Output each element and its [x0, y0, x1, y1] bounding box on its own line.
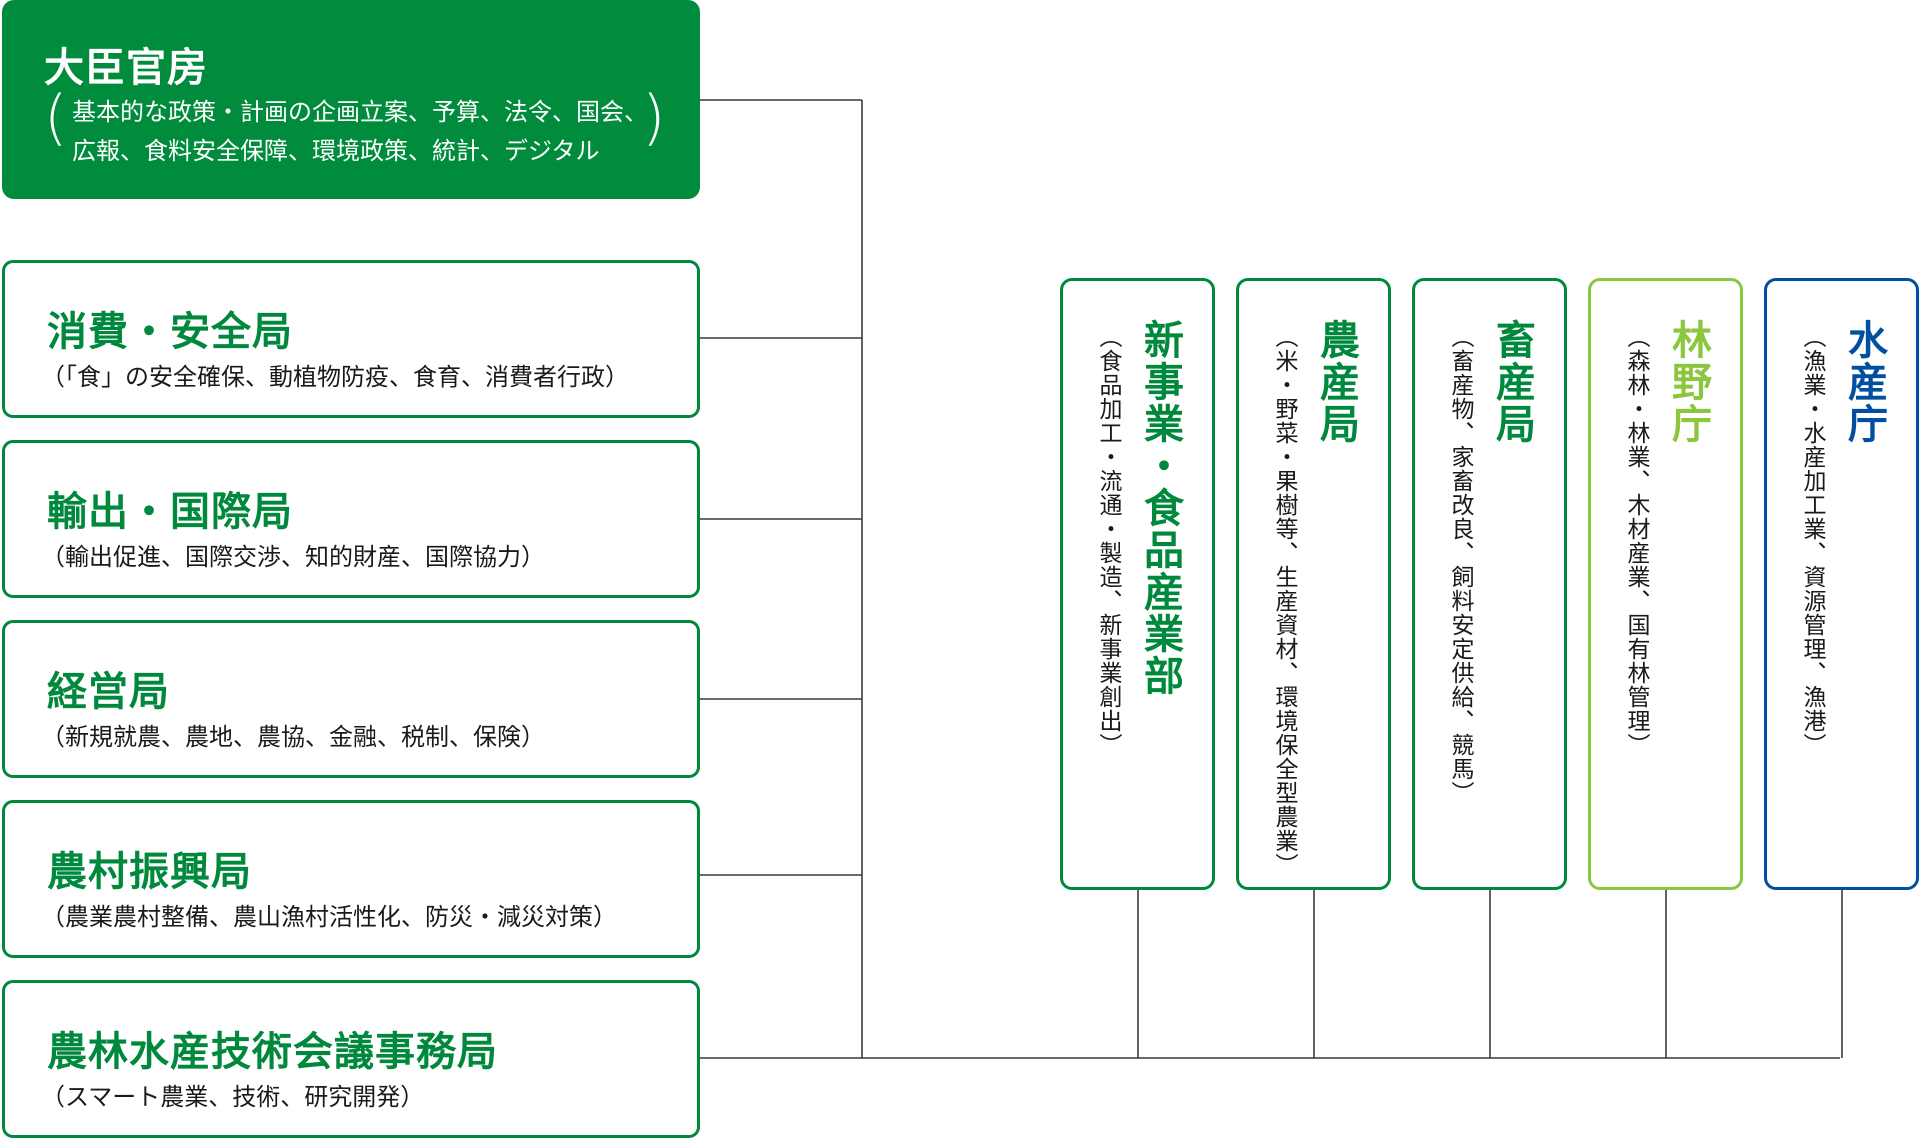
unit-management: 経営局 （新規就農、農地、農協、金融、税制、保険）	[2, 620, 700, 778]
unit-desc: （森林・林業、木材産業、国有林管理）	[1623, 325, 1649, 757]
unit-food-industry: 新事業・食品産業部 （食品加工・流通・製造、新事業創出）	[1060, 278, 1215, 890]
unit-name: 農村振興局	[47, 849, 252, 895]
unit-ministers-secretariat: 大臣官房 ( 基本的な政策・計画の企画立案、予算、法令、国会、 広報、食料安全保…	[2, 0, 700, 199]
unit-name: 畜産局	[1489, 319, 1535, 445]
unit-crop-production: 農産局 （米・野菜・果樹等、生産資材、環境保全型農業）	[1236, 278, 1391, 890]
unit-forestry-agency: 林野庁 （森林・林業、木材産業、国有林管理）	[1588, 278, 1743, 890]
unit-desc-line1: 基本的な政策・計画の企画立案、予算、法令、国会、	[72, 98, 648, 126]
unit-desc: （米・野菜・果樹等、生産資材、環境保全型農業）	[1271, 325, 1297, 877]
paren-open: (	[44, 83, 68, 153]
unit-name: 大臣官房	[44, 45, 208, 91]
unit-export-international: 輸出・国際局 （輸出促進、国際交渉、知的財産、国際協力）	[2, 440, 700, 598]
unit-fisheries-agency: 水産庁 （漁業・水産加工業、資源管理、漁港）	[1764, 278, 1919, 890]
unit-desc: （農業農村整備、農山漁村活性化、防災・減災対策）	[41, 903, 617, 931]
unit-consumer-safety: 消費・安全局 （「食」の安全確保、動植物防疫、食育、消費者行政）	[2, 260, 700, 418]
unit-name: 林野庁	[1665, 319, 1711, 445]
unit-name: 経営局	[47, 669, 170, 715]
unit-name: 農産局	[1313, 319, 1359, 445]
unit-livestock: 畜産局 （畜産物、家畜改良、飼料安定供給、競馬）	[1412, 278, 1567, 890]
unit-name: 輸出・国際局	[47, 489, 293, 535]
unit-rural-development: 農村振興局 （農業農村整備、農山漁村活性化、防災・減災対策）	[2, 800, 700, 958]
unit-desc: （畜産物、家畜改良、飼料安定供給、競馬）	[1447, 325, 1473, 805]
unit-desc: （スマート農業、技術、研究開発）	[41, 1083, 425, 1111]
unit-desc: （食品加工・流通・製造、新事業創出）	[1095, 325, 1121, 757]
unit-desc-line2: 広報、食料安全保障、環境政策、統計、デジタル	[72, 137, 600, 165]
unit-name: 水産庁	[1841, 319, 1887, 445]
unit-desc: （新規就農、農地、農協、金融、税制、保険）	[41, 723, 545, 751]
unit-research-council: 農林水産技術会議事務局 （スマート農業、技術、研究開発）	[2, 980, 700, 1138]
unit-desc: （漁業・水産加工業、資源管理、漁港）	[1799, 325, 1825, 757]
unit-name: 消費・安全局	[47, 309, 293, 355]
unit-name: 農林水産技術会議事務局	[47, 1029, 498, 1075]
unit-name: 新事業・食品産業部	[1137, 319, 1183, 697]
unit-desc: （「食」の安全確保、動植物防疫、食育、消費者行政）	[41, 363, 629, 391]
unit-desc: （輸出促進、国際交渉、知的財産、国際協力）	[41, 543, 545, 571]
paren-close: )	[642, 83, 666, 153]
